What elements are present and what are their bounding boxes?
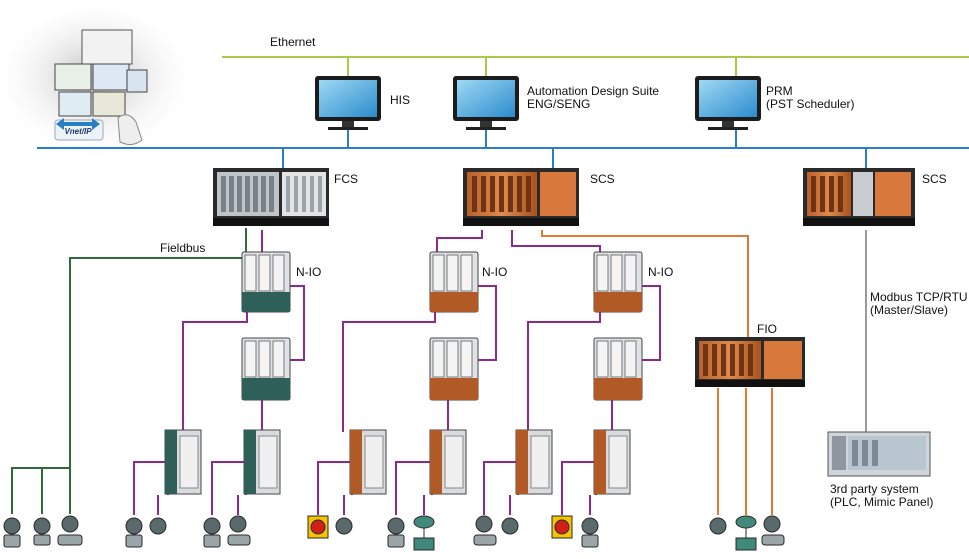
ads-label-line1: Automation Design Suite xyxy=(527,84,660,98)
fieldbus-label: Fieldbus xyxy=(160,241,206,255)
field-devices xyxy=(3,515,785,551)
ethernet-bus xyxy=(222,56,969,76)
transmitter-icon xyxy=(473,515,497,546)
nio-module-scs-2-upper xyxy=(429,251,479,313)
nio-module-scs-3-lower xyxy=(593,337,643,401)
ethernet-label: Ethernet xyxy=(270,35,316,49)
io-unit-4 xyxy=(429,429,467,495)
transmitter-icon xyxy=(33,517,51,546)
control-valve-icon xyxy=(735,515,757,551)
io-unit-2 xyxy=(243,429,281,495)
transmitter-icon xyxy=(501,517,519,535)
ads-label-line2: ENG/SENG xyxy=(527,97,591,111)
transmitter-icon xyxy=(581,517,599,548)
nio-module-scs-3-upper xyxy=(593,251,643,313)
nio-label-3: N-IO xyxy=(648,265,674,279)
fio-label: FIO xyxy=(757,322,777,336)
transmitter-icon xyxy=(387,517,405,548)
prm-monitor-icon xyxy=(695,76,761,130)
transmitter-icon xyxy=(227,515,251,546)
fio-cabinet xyxy=(695,337,805,387)
nio-label-2: N-IO xyxy=(482,265,508,279)
modbus-label-line2: (Master/Slave) xyxy=(870,303,949,317)
fcs-controller xyxy=(213,168,329,226)
io-unit-6 xyxy=(593,429,631,495)
scs-controller-right xyxy=(803,168,915,226)
hmi-screens-illustration xyxy=(0,10,190,160)
ads-monitor-icon xyxy=(453,76,519,130)
transmitter-icon xyxy=(709,517,727,535)
third-party-plc xyxy=(827,431,931,477)
transmitter-icon xyxy=(203,517,221,548)
scs-label-middle: SCS xyxy=(590,172,615,186)
emergency-button-icon xyxy=(551,515,573,539)
io-unit-1 xyxy=(164,429,202,495)
transmitter-icon xyxy=(149,517,167,535)
transmitter-icon xyxy=(57,515,83,546)
nio-module-fcs-upper xyxy=(241,251,291,313)
modbus-label-line1: Modbus TCP/RTU xyxy=(870,290,968,304)
transmitter-icon xyxy=(335,517,353,535)
transmitter-icon xyxy=(3,517,21,548)
transmitter-icon xyxy=(125,517,143,548)
io-unit-3 xyxy=(349,429,387,495)
prm-label-line2: (PST Scheduler) xyxy=(766,97,855,111)
his-label: HIS xyxy=(390,93,411,107)
his-monitor-icon xyxy=(315,76,381,130)
fcs-label: FCS xyxy=(334,172,358,186)
third-party-label-line2: (PLC, Mimic Panel) xyxy=(830,495,934,509)
scs-controller-middle xyxy=(463,168,579,226)
prm-label-line1: PRM xyxy=(766,84,793,98)
vnet-logo-text: Vnet/IP xyxy=(64,127,92,136)
io-unit-5 xyxy=(515,429,553,495)
control-bus xyxy=(37,130,969,168)
scs-label-right: SCS xyxy=(922,172,947,186)
control-valve-icon xyxy=(413,515,435,551)
fio-cabling xyxy=(541,230,773,515)
fieldbus-line xyxy=(11,228,247,514)
nio-label-1: N-IO xyxy=(296,265,322,279)
third-party-label-line1: 3rd party system xyxy=(830,482,919,496)
vnet-ip-logo: Vnet/IP xyxy=(56,118,100,136)
nio-module-fcs-lower xyxy=(241,337,291,401)
nio-cabling xyxy=(133,230,661,515)
emergency-button-icon xyxy=(307,515,329,539)
transmitter-icon xyxy=(761,515,785,546)
nio-module-scs-2-lower xyxy=(429,337,479,401)
